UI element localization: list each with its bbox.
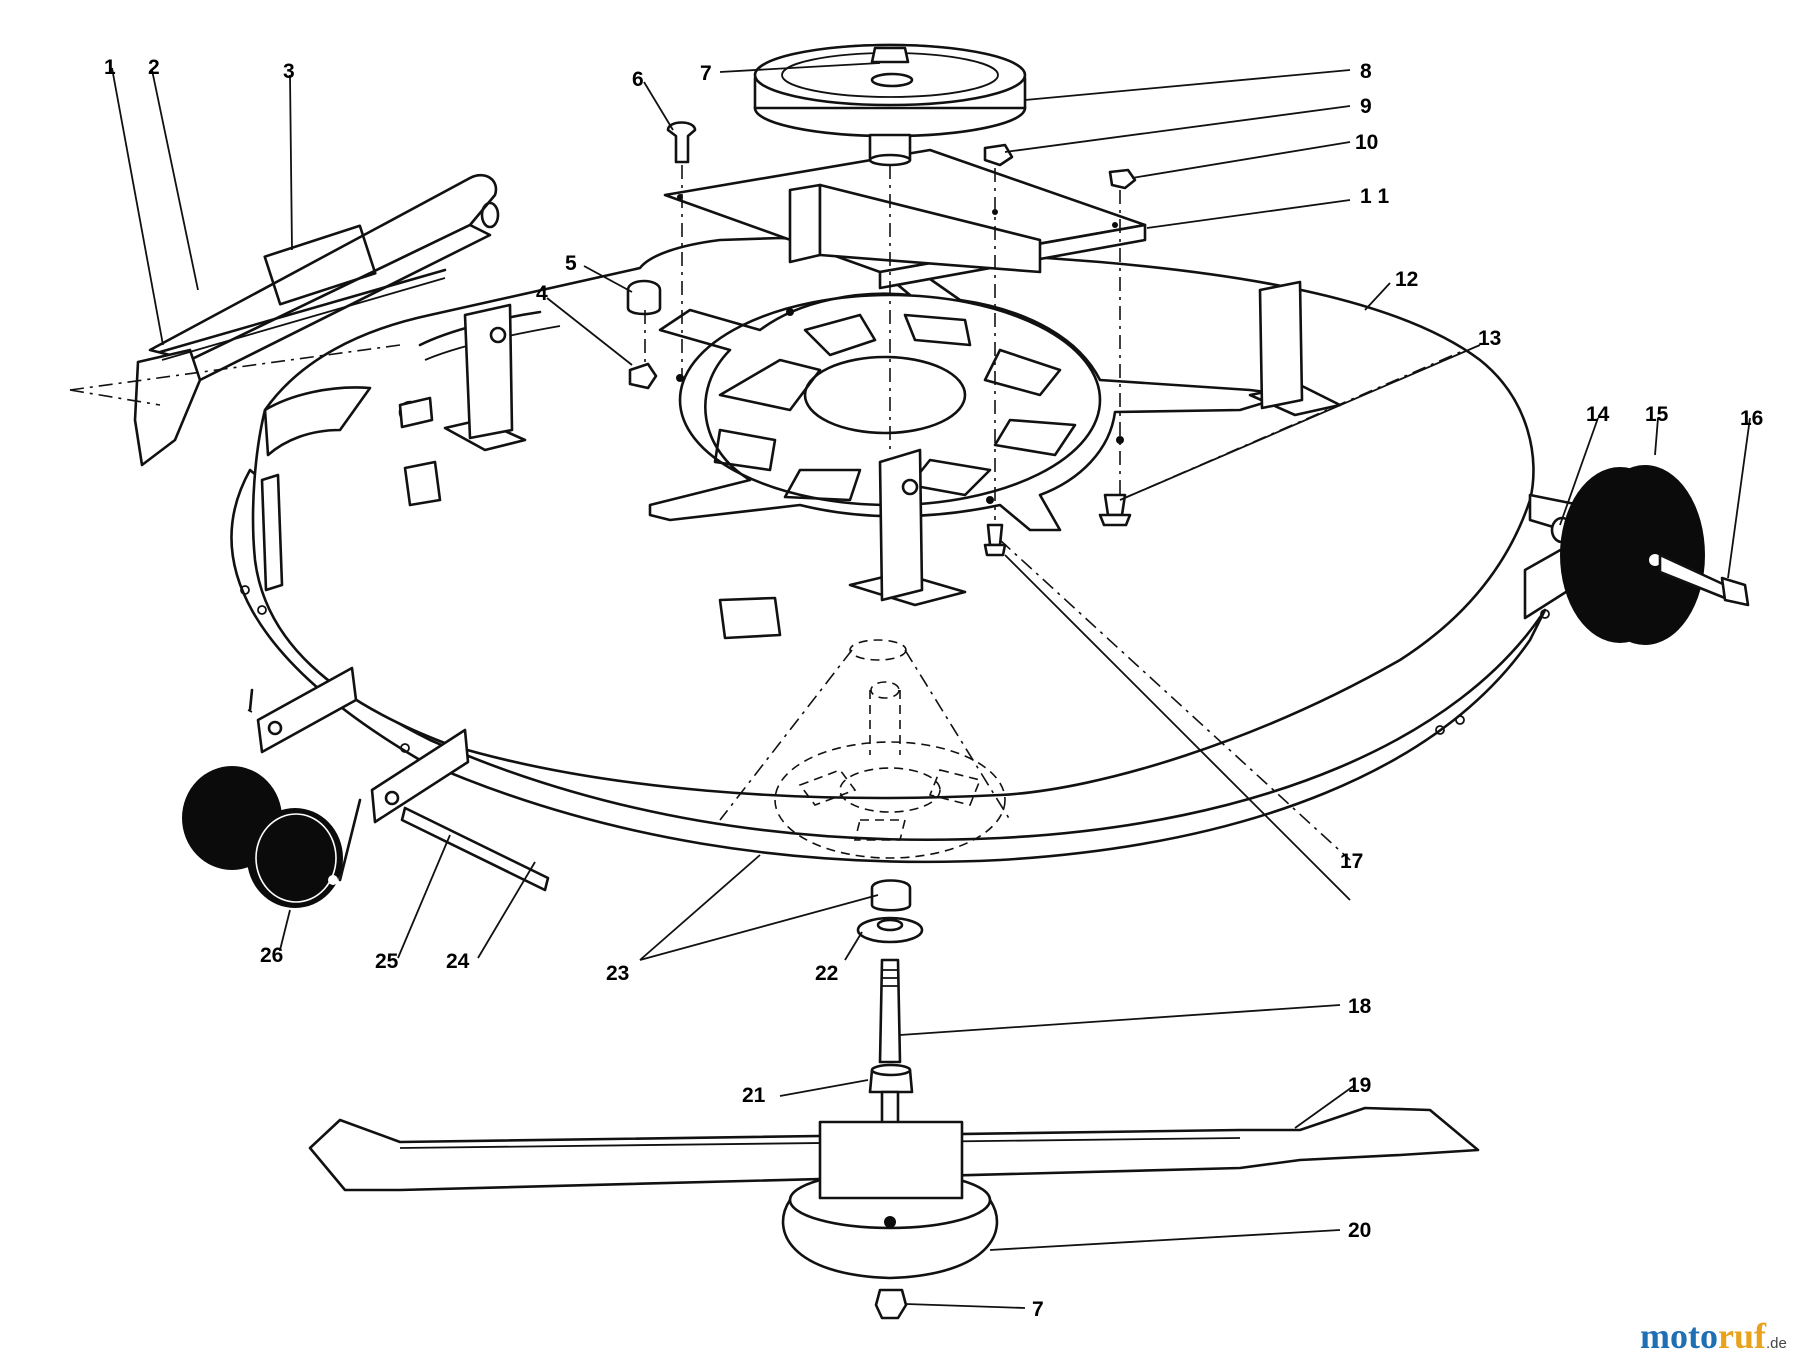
hardware-upper bbox=[398, 121, 1137, 429]
watermark-logo: motoruf.de bbox=[1640, 1316, 1787, 1356]
callout-22: 22 bbox=[815, 962, 838, 985]
callout-17: 17 bbox=[1340, 850, 1363, 873]
engine-mount-frame bbox=[648, 263, 1292, 532]
blade-adapter-hidden bbox=[719, 639, 1011, 859]
callout-5: 5 bbox=[565, 252, 577, 275]
front-wheel-assembly bbox=[1523, 465, 1750, 645]
callout-8: 8 bbox=[1360, 60, 1372, 83]
callout-numbers: 1 2 3 4 5 6 7 8 9 10 1 1 12 13 14 15 16 … bbox=[104, 56, 1763, 1321]
callout-7-bottom: 7 bbox=[1032, 1298, 1044, 1321]
watermark-part2: ruf bbox=[1718, 1316, 1767, 1356]
pulley bbox=[753, 43, 1027, 167]
callout-19: 19 bbox=[1348, 1074, 1371, 1097]
callout-26: 26 bbox=[260, 944, 283, 967]
nut-10 bbox=[1108, 168, 1137, 190]
spacer-5 bbox=[626, 279, 662, 316]
handle-brackets bbox=[443, 280, 1342, 607]
callout-14: 14 bbox=[1586, 403, 1610, 426]
callout-2: 2 bbox=[148, 56, 160, 79]
callout-9: 9 bbox=[1360, 95, 1372, 118]
svg-text:motoruf.de: motoruf.de bbox=[1640, 1316, 1787, 1356]
callout-13: 13 bbox=[1478, 327, 1501, 350]
callout-24: 24 bbox=[446, 950, 470, 973]
rear-axle-assembly bbox=[182, 666, 550, 908]
callout-3: 3 bbox=[283, 60, 295, 83]
callout-21: 21 bbox=[742, 1084, 766, 1107]
nut-9 bbox=[983, 143, 1014, 167]
blade-adapter bbox=[781, 1120, 999, 1320]
callout-18: 18 bbox=[1348, 995, 1372, 1018]
plate-bolts bbox=[248, 493, 1132, 712]
callout-7-top: 7 bbox=[700, 62, 712, 85]
callout-4: 4 bbox=[536, 282, 548, 305]
leader-lines bbox=[111, 62, 1751, 1309]
callout-12: 12 bbox=[1395, 268, 1418, 291]
callout-6: 6 bbox=[632, 68, 644, 91]
callout-11: 1 1 bbox=[1360, 185, 1390, 208]
spindle-assembly bbox=[856, 879, 924, 1152]
engine-mount-plate bbox=[663, 148, 1147, 290]
grass-deflector bbox=[133, 173, 500, 467]
callout-25: 25 bbox=[375, 950, 399, 973]
callout-20: 20 bbox=[1348, 1219, 1371, 1242]
watermark-suffix: .de bbox=[1766, 1335, 1787, 1352]
callout-15: 15 bbox=[1645, 403, 1669, 426]
callout-23: 23 bbox=[606, 962, 629, 985]
nut-4 bbox=[628, 362, 658, 390]
watermark-part1: moto bbox=[1640, 1316, 1718, 1356]
callout-1: 1 bbox=[104, 56, 116, 79]
callout-10: 10 bbox=[1355, 131, 1378, 154]
callout-16: 16 bbox=[1740, 407, 1763, 430]
